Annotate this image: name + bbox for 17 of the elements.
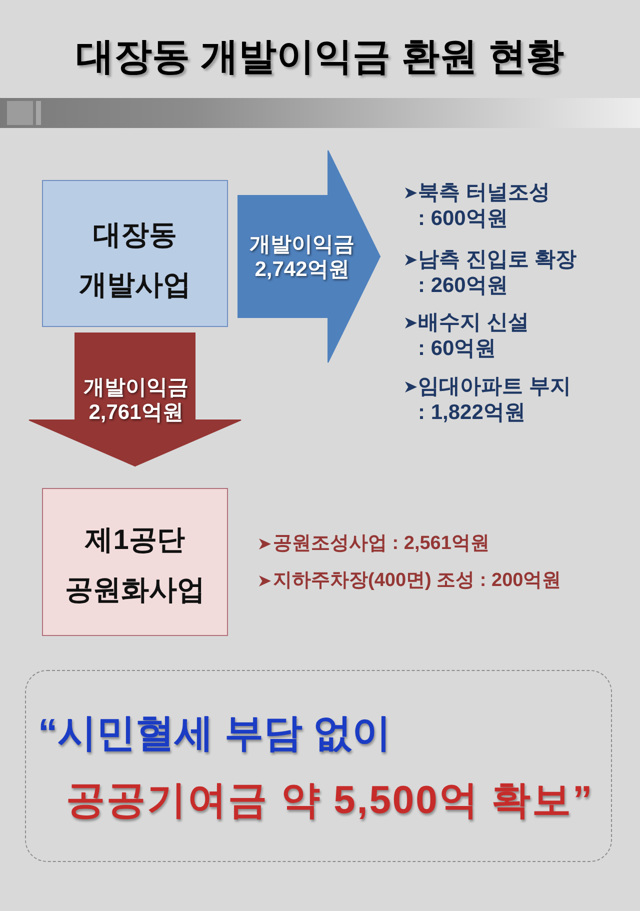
- list-item-text: 배수지 신설 : 60억원: [418, 310, 530, 362]
- edge-label: 개발이익금 2,761억원: [84, 375, 188, 425]
- page-title: 대장동 개발이익금 환원 현황: [76, 35, 564, 80]
- quote-text: “시민혈세 부담 없이: [38, 711, 392, 757]
- list-item-text: 지하주차장(400면) 조성 : 200억원: [273, 569, 562, 593]
- block-arrow: [28, 332, 242, 466]
- list-item-text: 남측 진입로 확장 : 260억원: [418, 247, 578, 299]
- process-box: [42, 180, 228, 327]
- list-item-text: 공원조성사업 : 2,561억원: [273, 532, 490, 556]
- list-item-text: 임대아파트 부지 : 1,822억원: [418, 374, 572, 426]
- quote-panel: [25, 670, 612, 862]
- heading-text: 대장동 개발사업: [79, 218, 191, 302]
- list-item-text: 북측 터널조성 : 600억원: [418, 180, 551, 232]
- edge-label: 개발이익금 2,742억원: [250, 232, 354, 282]
- quote-text: 공공기여금 약 5,500억 확보”: [66, 778, 594, 824]
- heading-text: 제1공단 공원화사업: [65, 523, 205, 607]
- block-arrow: [238, 150, 380, 363]
